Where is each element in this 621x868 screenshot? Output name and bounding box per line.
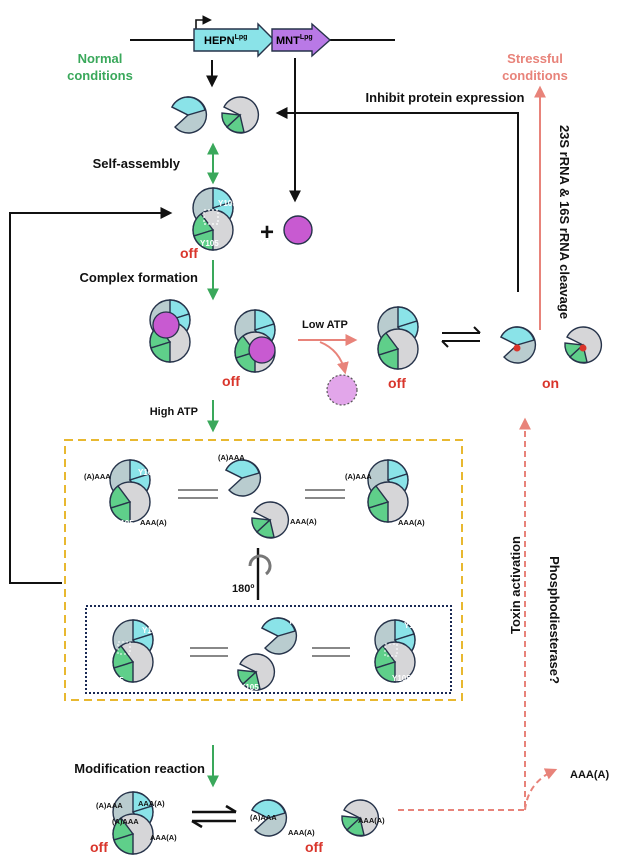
aaa-product-label: AAA(A) bbox=[570, 769, 609, 781]
eq-a2 bbox=[305, 489, 345, 499]
active-site-box bbox=[203, 209, 219, 225]
mnt-bound-1 bbox=[152, 311, 180, 339]
toxin-activation-label: Toxin activation bbox=[508, 536, 523, 634]
mod-final-1: (A)AAA bbox=[96, 801, 123, 810]
mod-left-a: (A)AAA bbox=[84, 472, 111, 481]
mod-right-a: AAA(A) bbox=[140, 518, 167, 527]
split-monomer-a1 bbox=[225, 459, 262, 497]
reversible-loop-arrow bbox=[9, 207, 173, 584]
y105-b1: Y105 bbox=[142, 626, 161, 635]
y105-a2: Y105 bbox=[115, 519, 134, 528]
mod-final-3: (A)AAA bbox=[112, 817, 139, 826]
stressful-conditions-label-2: conditions bbox=[502, 68, 568, 83]
hepn-gene-label: HEPNLpg bbox=[204, 34, 247, 47]
mod-right-a2: AAA(A) bbox=[290, 517, 317, 526]
active-site-dot-2 bbox=[579, 344, 587, 352]
eq-b1 bbox=[190, 647, 228, 657]
mod-final-6: AAA(A) bbox=[288, 828, 315, 837]
eq-a1 bbox=[178, 489, 218, 499]
mod-final-7: AAA(A) bbox=[358, 816, 385, 825]
modified-dimer-a3 bbox=[367, 459, 409, 523]
y105-label-bottom: Y105 bbox=[200, 239, 219, 248]
split-monomer-a2 bbox=[251, 501, 290, 539]
inhibit-arrow bbox=[275, 107, 519, 292]
mod-final-5: (A)AAA bbox=[250, 813, 277, 822]
y105-label-top: Y105 bbox=[218, 199, 237, 208]
mod-left-a3: (A)AAA bbox=[345, 472, 372, 481]
toxin-activation-arrow bbox=[398, 417, 531, 811]
rotated-view-frame bbox=[85, 605, 452, 694]
phosphodiesterase-label: Phosphodiesterase? bbox=[547, 556, 562, 684]
mod-final-4: AAA(A) bbox=[150, 833, 177, 842]
mod-right-a3: AAA(A) bbox=[398, 518, 425, 527]
normal-conditions-label-2: conditions bbox=[67, 68, 133, 83]
mnt-protein bbox=[283, 215, 313, 245]
high-atp-frame bbox=[64, 439, 463, 701]
state-on: on bbox=[542, 375, 559, 391]
stressful-conditions-label: Stressful bbox=[507, 51, 563, 66]
rotation-label: 180º bbox=[232, 583, 254, 595]
self-assembly-label: Self-assembly bbox=[93, 156, 181, 171]
y105-b3: Y105 bbox=[288, 617, 307, 626]
rotation-arrow bbox=[248, 554, 272, 576]
mnt-gene bbox=[271, 22, 332, 58]
state-off-4: off bbox=[90, 839, 108, 855]
mod-final-2: AAA(A) bbox=[138, 799, 165, 808]
normal-conditions-label: Normal bbox=[78, 51, 123, 66]
modification-label: Modification reaction bbox=[74, 761, 205, 776]
state-off-5: off bbox=[305, 839, 323, 855]
mnt-release-arrow bbox=[319, 341, 349, 375]
y105-a1: Y105 bbox=[138, 468, 157, 477]
mnt-gene-label: MNTLpg bbox=[276, 34, 313, 47]
y105-b6: Y105 bbox=[392, 674, 411, 683]
free-dimer bbox=[377, 306, 419, 370]
aaa-release-arrow bbox=[524, 768, 558, 811]
active-site-dot-1 bbox=[513, 344, 521, 352]
cleavage-label: 23S rRNA & 16S rRNA cleavage bbox=[557, 125, 572, 319]
low-atp-label: Low ATP bbox=[302, 319, 348, 331]
mnt-bound-2 bbox=[248, 336, 276, 364]
mod-left-a2: (A)AAA bbox=[218, 453, 245, 462]
hepn-monomer-green bbox=[221, 96, 260, 134]
state-off-2: off bbox=[222, 373, 240, 389]
released-mnt bbox=[326, 374, 358, 406]
plus-sign: + bbox=[260, 219, 274, 246]
high-atp-label: High ATP bbox=[150, 406, 198, 418]
state-off-3: off bbox=[388, 375, 406, 391]
eq-final bbox=[192, 810, 236, 823]
y105-b4: Y105 bbox=[240, 683, 259, 692]
hepn-monomer-cyan bbox=[171, 96, 208, 134]
hepn-gene bbox=[193, 22, 275, 58]
y105-b2: Y105 bbox=[105, 676, 124, 685]
eq-b2 bbox=[312, 647, 350, 657]
inhibit-label: Inhibit protein expression bbox=[366, 90, 525, 105]
state-off-1: off bbox=[180, 245, 198, 261]
y105-b5: Y105 bbox=[404, 621, 423, 630]
complex-formation-label: Complex formation bbox=[80, 270, 199, 285]
